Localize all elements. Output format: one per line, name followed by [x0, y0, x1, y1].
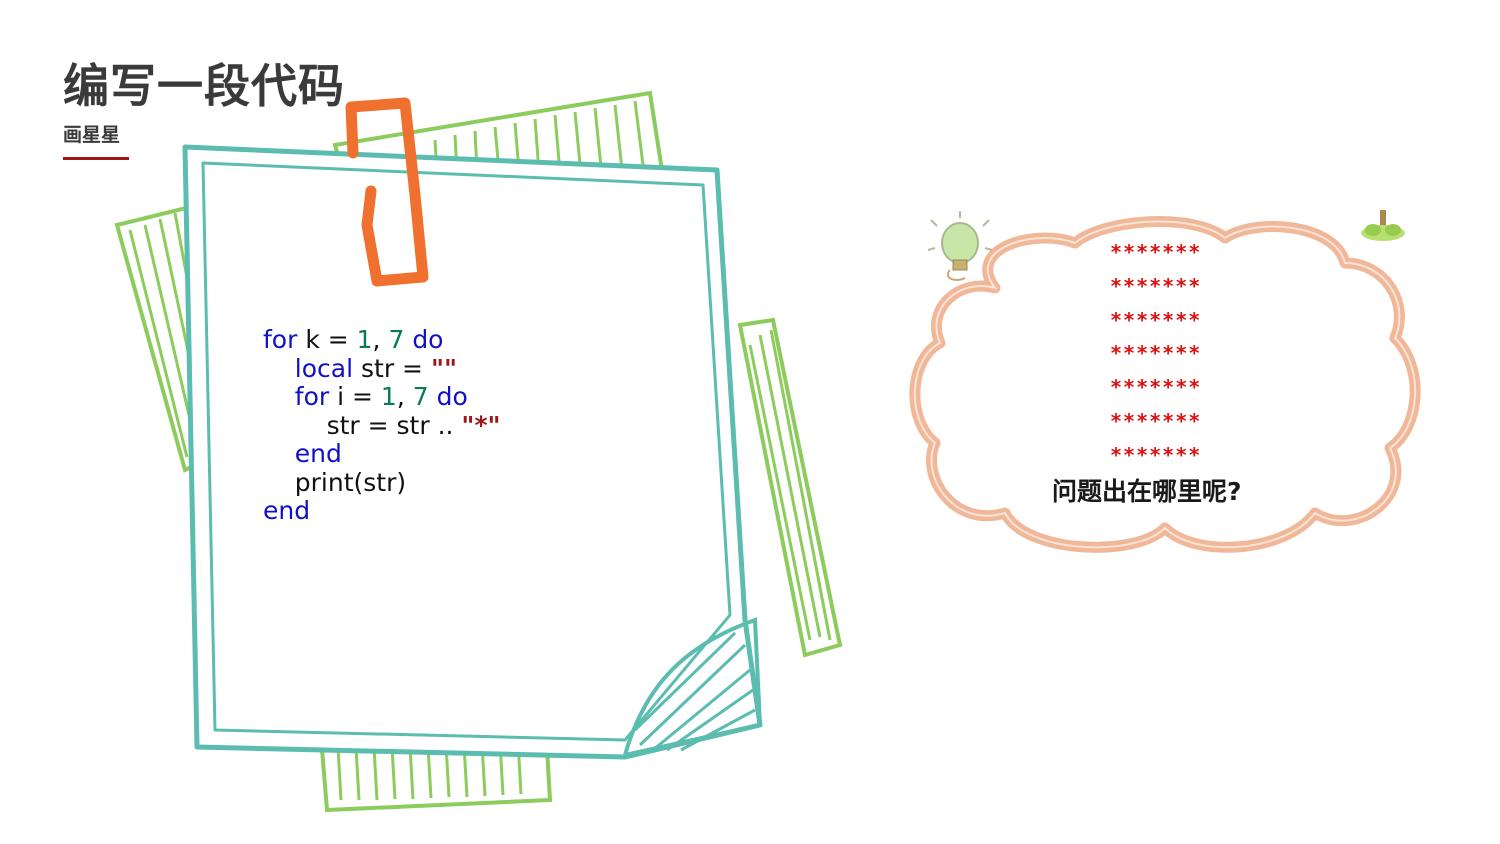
code-token: end — [294, 439, 342, 468]
plant-icon — [1361, 210, 1405, 241]
code-token: "" — [430, 353, 458, 383]
code-token — [263, 439, 295, 468]
code-token: end — [263, 496, 311, 525]
code-token — [429, 382, 437, 411]
back-paper-right — [737, 317, 843, 658]
code-line: for k = 1, 7 do — [263, 325, 501, 355]
page-title: 编写一段代码 — [63, 59, 345, 113]
code-line: end — [263, 496, 501, 526]
code-token: "*" — [461, 410, 501, 440]
star-row: ******* — [1110, 307, 1202, 332]
code-token: , — [372, 325, 389, 354]
code-line: str = str .. "*" — [263, 410, 501, 441]
code-line: end — [263, 439, 501, 469]
code-token — [263, 354, 295, 383]
lightbulb-icon — [927, 211, 993, 281]
code-token: , — [396, 382, 413, 411]
code-token: str = — [353, 353, 431, 383]
subtitle-underline — [63, 157, 129, 160]
star-row: ******* — [1110, 375, 1202, 400]
code-token: do — [412, 325, 444, 354]
star-row: ******* — [1110, 273, 1202, 298]
code-token: 1 — [356, 325, 373, 354]
thought-cloud — [909, 210, 1421, 553]
star-row: ******* — [1110, 341, 1202, 366]
back-paper-left — [114, 204, 198, 473]
code-token: k = — [297, 325, 357, 354]
code-block: for k = 1, 7 do local str = "" for i = 1… — [263, 325, 501, 526]
paper-illustration — [114, 90, 843, 813]
code-token: 1 — [380, 382, 397, 411]
paper-clip-icon — [345, 97, 429, 287]
code-token: 7 — [412, 382, 429, 411]
code-token: for — [294, 382, 330, 411]
code-token: local — [294, 353, 354, 383]
question-text: 问题出在哪里呢? — [1052, 477, 1242, 506]
page-subtitle: 画星星 — [63, 124, 121, 146]
star-row: ******* — [1110, 240, 1202, 264]
code-line: for i = 1, 7 do — [263, 382, 501, 412]
star-row: ******* — [1110, 408, 1202, 433]
code-token: str = str .. — [263, 410, 462, 440]
code-token — [263, 382, 295, 411]
star-output: ******* ******* ******* ******* ******* *****… — [1110, 236, 1222, 473]
folded-corner — [622, 617, 763, 758]
code-line: local str = "" — [263, 353, 501, 384]
star-row: ******* — [1110, 442, 1202, 467]
code-line: print(str) — [263, 467, 501, 498]
code-token: do — [436, 382, 468, 411]
code-token: for — [263, 325, 298, 354]
code-token: print(str) — [263, 467, 407, 497]
code-token: 7 — [388, 325, 405, 354]
code-token: i = — [329, 382, 381, 411]
